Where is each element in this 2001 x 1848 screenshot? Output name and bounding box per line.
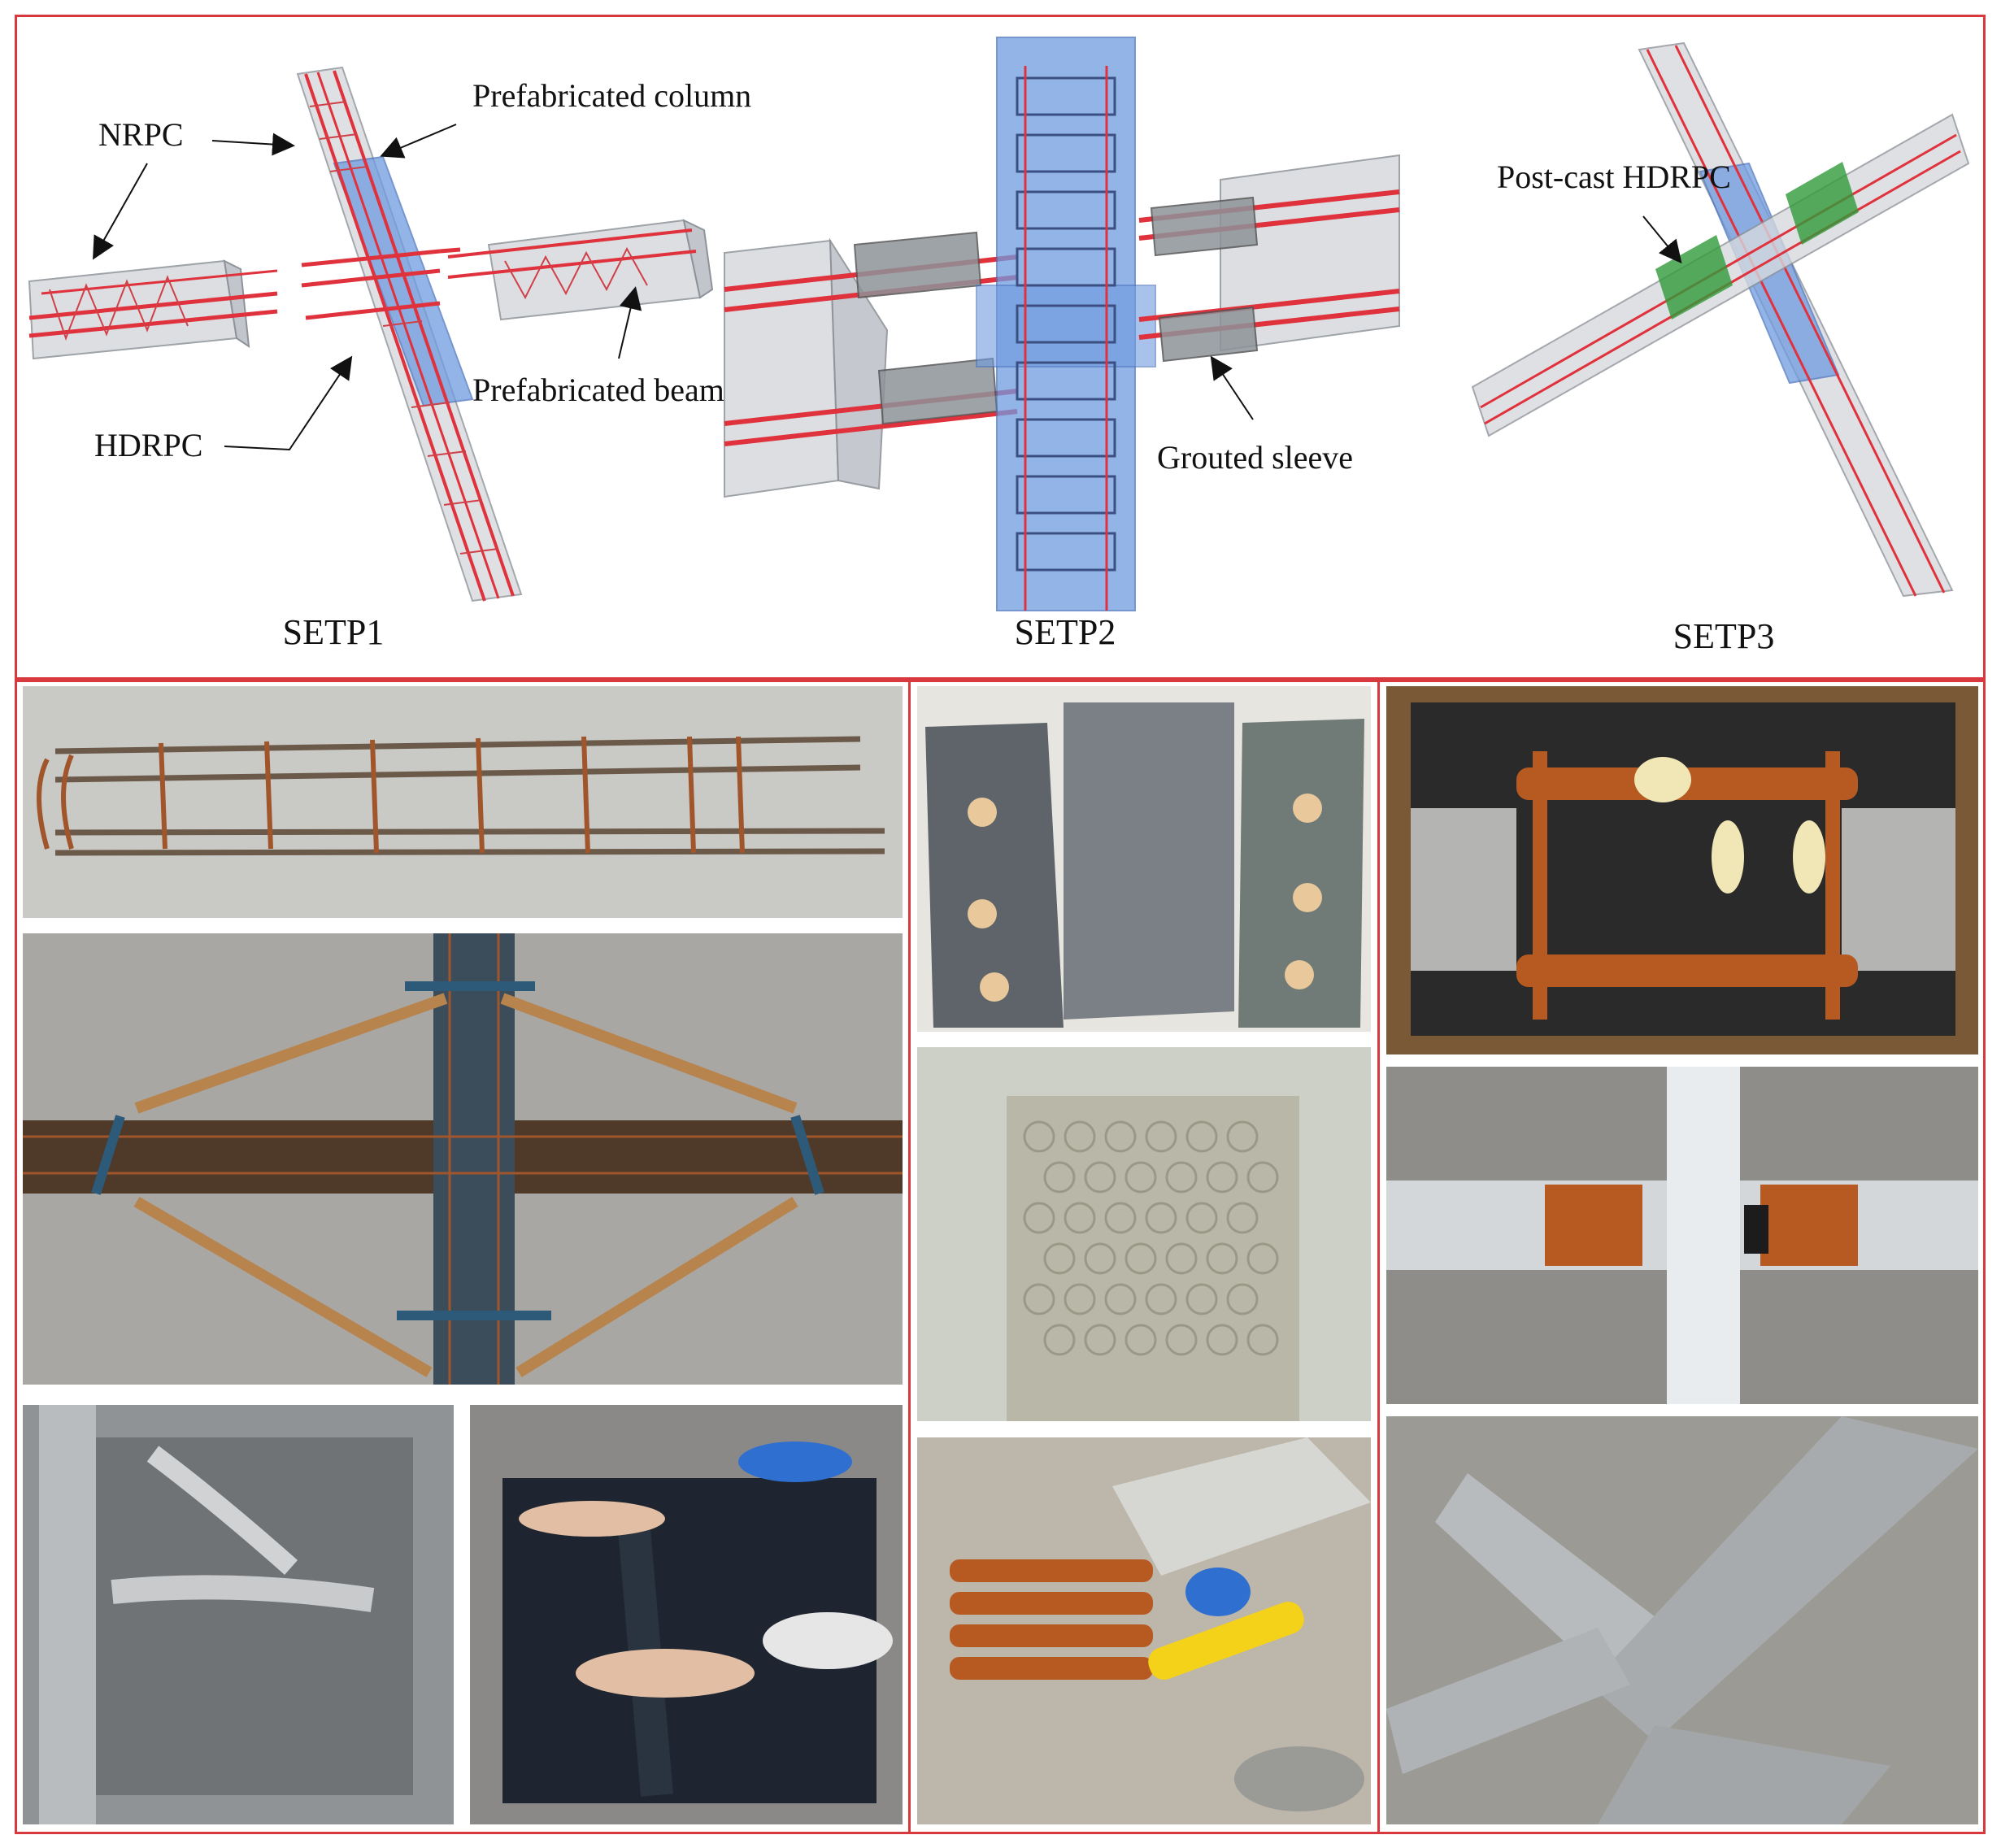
photo-finished-joint-image [1386, 1416, 1978, 1824]
setp1-left-beam [28, 259, 278, 360]
label-prefab-column: Prefabricated column [472, 77, 751, 114]
photo-grout-closeup [23, 1405, 454, 1824]
label-post-cast: Post-cast HDRPC [1497, 159, 1731, 195]
photo-formwork-cross-image [23, 933, 903, 1385]
photo-sleeve-texture [917, 1047, 1371, 1421]
photo-sleeve-formwork-image [1386, 686, 1978, 1054]
photo-assembled-joint-image [1386, 1067, 1978, 1404]
photo-assembled-joint [1386, 1067, 1978, 1404]
label-hdrpc: HDRPC [94, 427, 202, 463]
photo-sleeve-foam-image [917, 686, 1371, 1032]
photo-finished-joint [1386, 1416, 1978, 1824]
photo-sleeve-formwork [1386, 686, 1978, 1054]
photo-hands-grouting [470, 1405, 903, 1824]
setp1-diagram: NRPC Prefabricated column Prefabricated … [28, 66, 751, 602]
photo-rebar-cage-image [23, 686, 903, 918]
label-prefab-column-text: Prefabricated column [472, 77, 751, 114]
step-label-2: SETP2 [1014, 612, 1116, 652]
label-grouted-sleeve: Grouted sleeve [1157, 439, 1353, 476]
label-prefab-beam: Prefabricated beam [472, 372, 724, 408]
photo-grout-closeup-image [23, 1405, 454, 1824]
photo-formwork-cross [23, 933, 903, 1385]
photo-rebar-cage [23, 686, 903, 918]
photo-hands-grouting-image [470, 1405, 903, 1824]
setp3-diagram: Post-cast HDRPC [1471, 41, 1970, 598]
setp2-column [976, 37, 1156, 611]
step-label-3: SETP3 [1673, 616, 1775, 656]
diagram-panel: NRPC Prefabricated column Prefabricated … [15, 15, 1986, 680]
setp1-right-beam [447, 219, 714, 321]
photo-grout-injection-image [917, 1437, 1371, 1824]
label-nrpc: NRPC [98, 116, 184, 153]
photo-column-3-frame [1377, 680, 1986, 1834]
setp2-diagram: Grouted sleeve [724, 37, 1400, 611]
photo-sleeve-foam [917, 686, 1371, 1032]
photo-grout-injection [917, 1437, 1371, 1824]
schematic-diagrams: NRPC Prefabricated column Prefabricated … [28, 37, 1970, 611]
step-label-1: SETP1 [282, 612, 385, 652]
setp1-column [296, 66, 523, 602]
photo-sleeve-texture-image [917, 1047, 1371, 1421]
